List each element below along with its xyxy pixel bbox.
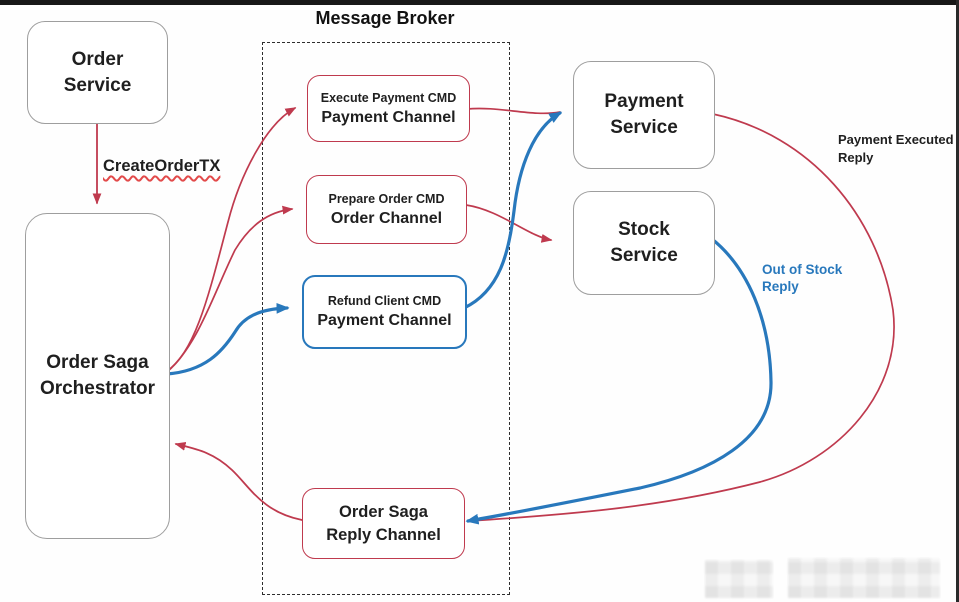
top-edge-bar [0,0,959,5]
channel-label: Prepare Order CMD [328,191,445,206]
channel-label: Execute Payment CMD [320,90,457,105]
edge-payment-service-to-reply-channel [469,113,895,522]
edge-prepare-order-to-stock-service [465,204,553,243]
edge-orchestrator-to-prepare-order [166,205,294,373]
edge-execute-payment-to-payment-service [466,107,561,115]
right-edge-bar [956,0,959,602]
label-line: Out of Stock [762,262,843,277]
edge-refund-client-to-payment-service [462,111,563,310]
edge-orchestrator-to-refund-client [165,302,290,376]
node-stock-service: Stock Service [573,191,715,295]
channel-label: Order Saga [339,502,428,521]
node-order-service: Order Service [27,21,168,124]
channel-label: Payment Channel [321,108,456,126]
channel-label: Payment Channel [317,312,452,329]
channel-prepare-order-cmd: Prepare Order CMD Order Channel [306,175,467,244]
node-label: Orchestrator [39,378,156,399]
channel-label: Reply Channel [326,525,441,544]
channel-execute-payment-cmd: Execute Payment CMD Payment Channel [307,75,470,142]
node-label: Payment [604,91,684,112]
blurred-watermark [788,558,940,598]
label-line: Reply [762,279,799,294]
label-create-order-tx: CreateOrderTX [103,157,221,175]
channel-label: Refund Client CMD [327,294,442,308]
node-label: Service [610,245,678,266]
message-broker-boundary [262,42,510,595]
label-payment-executed-reply: Payment Executed Reply [838,131,954,167]
node-label: Service [610,117,678,138]
node-label: Service [63,74,132,96]
blurred-watermark [705,560,773,598]
edge-reply-channel-to-orchestrator [174,442,303,521]
node-label: Order Saga [46,352,149,373]
message-broker-title: Message Broker [315,8,455,28]
edge-stock-service-to-reply-channel [465,237,773,525]
edge-orchestrator-to-execute-payment [166,107,297,372]
node-label: Stock [618,219,670,240]
label-line: Reply [838,150,874,165]
node-order-saga-orchestrator: Order Saga Orchestrator [25,213,170,539]
channel-label: Order Channel [330,209,443,227]
label-out-of-stock-reply: Out of Stock Reply [762,261,842,295]
channel-order-saga-reply: Order Saga Reply Channel [302,488,465,559]
node-label: Order [71,48,124,70]
label-line: Payment Executed [838,132,954,147]
channel-refund-client-cmd: Refund Client CMD Payment Channel [302,275,467,349]
node-payment-service: Payment Service [573,61,715,169]
